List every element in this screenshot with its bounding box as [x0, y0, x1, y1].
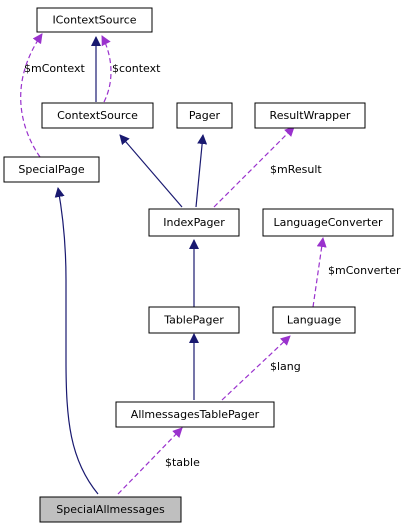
node-label-pager: Pager — [189, 109, 221, 122]
node-label-resultwrapper: ResultWrapper — [270, 109, 351, 122]
node-label-allmessagestablepager: AllmessagesTablePager — [131, 408, 260, 421]
node-tablepager[interactable]: TablePager — [148, 306, 240, 334]
node-contextsource[interactable]: ContextSource — [41, 102, 154, 129]
node-label-icontextsource: IContextSource — [52, 14, 136, 27]
edge-label-lang: $lang — [270, 360, 301, 373]
edge-label-table: $table — [165, 456, 200, 469]
node-languageconverter[interactable]: LanguageConverter — [262, 208, 394, 237]
edge-specialpage-mcontext — [20, 33, 43, 158]
node-pager[interactable]: Pager — [176, 102, 233, 129]
node-resultwrapper[interactable]: ResultWrapper — [254, 102, 366, 129]
edge-label-context: $context — [112, 62, 161, 75]
node-label-languageconverter: LanguageConverter — [273, 216, 383, 229]
edge-label-mcontext: $mContext — [24, 62, 85, 75]
edge-specialallmessages-to-specialpage — [54, 187, 99, 495]
edge-contextsource-context — [101, 35, 112, 103]
node-specialallmessages[interactable]: SpecialAllmessages — [39, 496, 182, 523]
node-label-specialpage: SpecialPage — [18, 163, 84, 176]
node-label-contextsource: ContextSource — [57, 109, 138, 122]
edge-specialallmessages-table — [117, 427, 183, 495]
edge-indexpager-mresult — [213, 126, 295, 208]
node-label-specialallmessages: SpecialAllmessages — [56, 503, 165, 516]
node-label-language: Language — [287, 314, 342, 327]
edge-label-mresult: $mResult — [270, 163, 322, 176]
node-indexpager[interactable]: IndexPager — [148, 208, 240, 237]
node-language[interactable]: Language — [272, 306, 356, 334]
node-specialpage[interactable]: SpecialPage — [3, 156, 100, 183]
edge-indexpager-to-contextsource — [119, 134, 183, 208]
edge-language-mconverter — [312, 237, 327, 308]
edge-label-mconverter: $mConverter — [328, 264, 401, 277]
node-label-indexpager: IndexPager — [163, 216, 225, 229]
edge-indexpager-to-pager — [195, 134, 208, 208]
node-allmessagestablepager[interactable]: AllmessagesTablePager — [115, 401, 275, 428]
node-label-tablepager: TablePager — [163, 314, 224, 327]
node-icontextsource[interactable]: IContextSource — [36, 7, 153, 33]
